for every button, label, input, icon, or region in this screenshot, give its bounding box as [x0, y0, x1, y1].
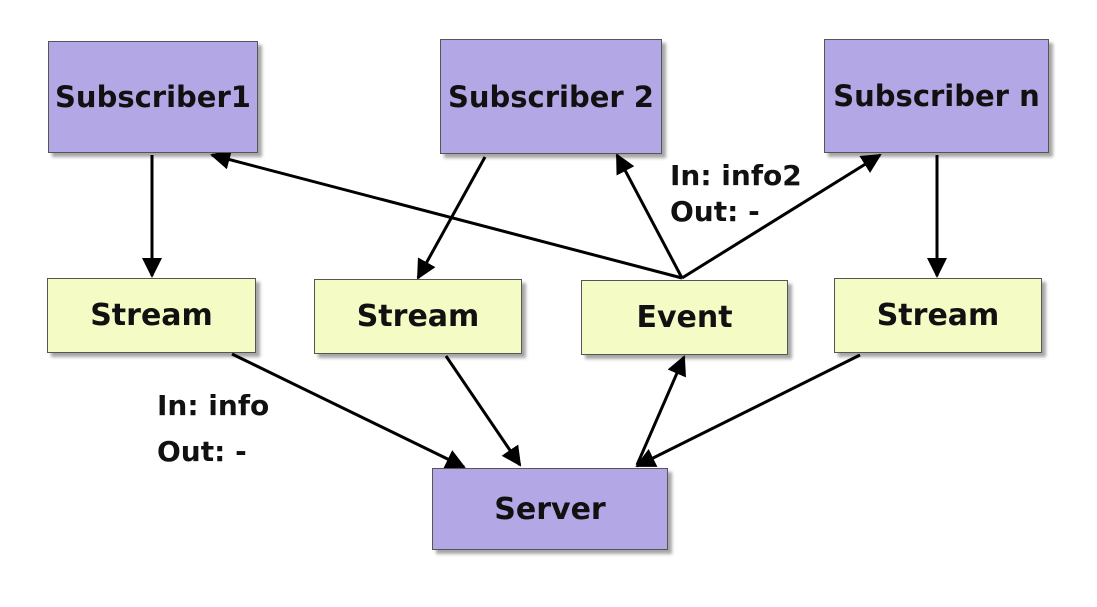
stream-annotation-in: In: info: [157, 389, 270, 422]
subscriber-n-box: Subscriber n: [824, 39, 1049, 153]
arrow-event-to-sub1: [210, 149, 683, 280]
subscriber-1-label: Subscriber1: [55, 80, 251, 114]
stream-2-box: Stream: [314, 279, 522, 354]
arrow-event-to-sub2: [615, 153, 684, 279]
stream-3-label: Stream: [876, 298, 1000, 333]
arrow-stream3-to-server: [635, 353, 861, 468]
arrow-stream1-to-server: [231, 352, 466, 469]
stream-1-label: Stream: [90, 298, 213, 333]
arrow-stream2-to-server: [444, 355, 522, 467]
arrow-event-to-subn: [681, 153, 882, 280]
subscriber-n-label: Subscriber n: [833, 79, 1040, 113]
subscriber-2-label: Subscriber 2: [448, 79, 654, 114]
event-annotation: In: info2 Out: -: [670, 156, 802, 232]
stream-2-label: Stream: [356, 299, 480, 334]
event-label: Event: [636, 300, 733, 335]
event-annotation-in: In: info2: [670, 159, 802, 192]
event-box: Event: [581, 280, 788, 355]
stream-annotation: In: info Out: -: [157, 386, 269, 472]
arrow-server-to-event: [635, 355, 686, 466]
stream-3-box: Stream: [834, 278, 1042, 353]
event-annotation-out: Out: -: [670, 195, 760, 228]
server-label: Server: [494, 491, 606, 527]
stream-annotation-out: Out: -: [157, 435, 247, 468]
server-box: Server: [432, 468, 668, 550]
subscriber-2-box: Subscriber 2: [440, 39, 662, 154]
subscriber-1-box: Subscriber1: [48, 41, 258, 153]
stream-1-box: Stream: [47, 278, 256, 353]
